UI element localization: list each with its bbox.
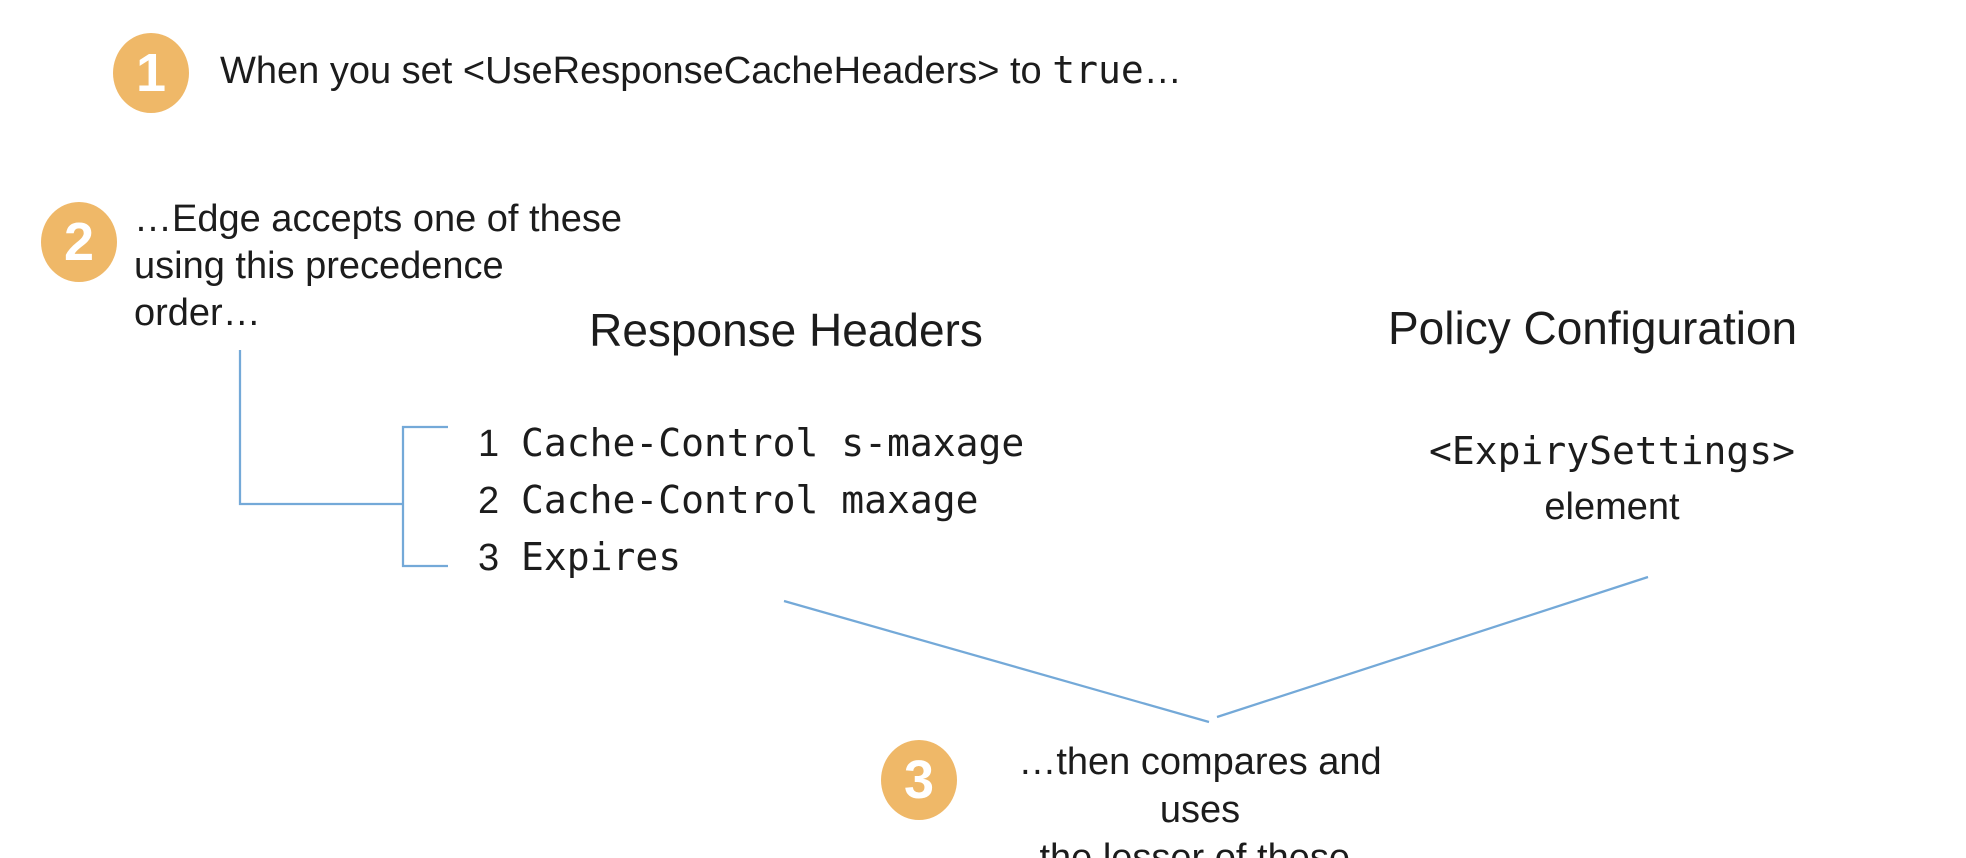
precedence-item-2-number: 2 [478,480,500,522]
step-3-line-2: the lesser of these. [1039,837,1361,858]
expiry-settings-label: element [1544,486,1680,528]
step-1-text-suffix: … [1143,50,1182,92]
connector-step2-to-bracket [238,350,402,506]
step-3-line-1: …then compares and uses [1018,741,1382,831]
precedence-item-3: 3 Expires [478,534,681,581]
v-line-right [1216,575,1649,719]
policy-configuration-heading: Policy Configuration [1388,302,1798,354]
step-2-line-1: …Edge accepts one of these [134,198,622,240]
expiry-settings-code: <ExpirySettings> [1428,429,1796,473]
precedence-item-3-number: 3 [478,537,500,579]
precedence-item-2-code: Cache-Control maxage [521,478,979,522]
bracket-response-list [401,425,448,568]
step-1-code-true: true [1052,48,1144,92]
step-1-number: 1 [135,43,167,103]
response-headers-heading: Response Headers [589,304,983,356]
step-3-text: …then compares and uses the lesser of th… [982,738,1418,858]
step-2-text: …Edge accepts one of these using this pr… [134,196,622,337]
step-3-number: 3 [903,750,935,810]
step-1-text-prefix: When you set <UseResponseCacheHeaders> t… [220,50,1053,92]
precedence-item-1-number: 1 [478,423,500,465]
step-2-line-3: order… [134,292,261,334]
step-2-line-2: using this precedence [134,245,504,287]
precedence-item-1: 1 Cache-Control s-maxage [478,420,1024,467]
step-1-badge: 1 [113,33,189,113]
step-2-badge: 2 [41,202,117,282]
precedence-item-1-code: Cache-Control s-maxage [521,421,1025,465]
precedence-item-2: 2 Cache-Control maxage [478,477,979,524]
step-2-number: 2 [63,212,95,272]
precedence-item-3-code: Expires [521,535,682,579]
step-1-text: When you set <UseResponseCacheHeaders> t… [220,47,1182,95]
step-3-badge: 3 [881,740,957,820]
v-line-left [783,599,1210,724]
